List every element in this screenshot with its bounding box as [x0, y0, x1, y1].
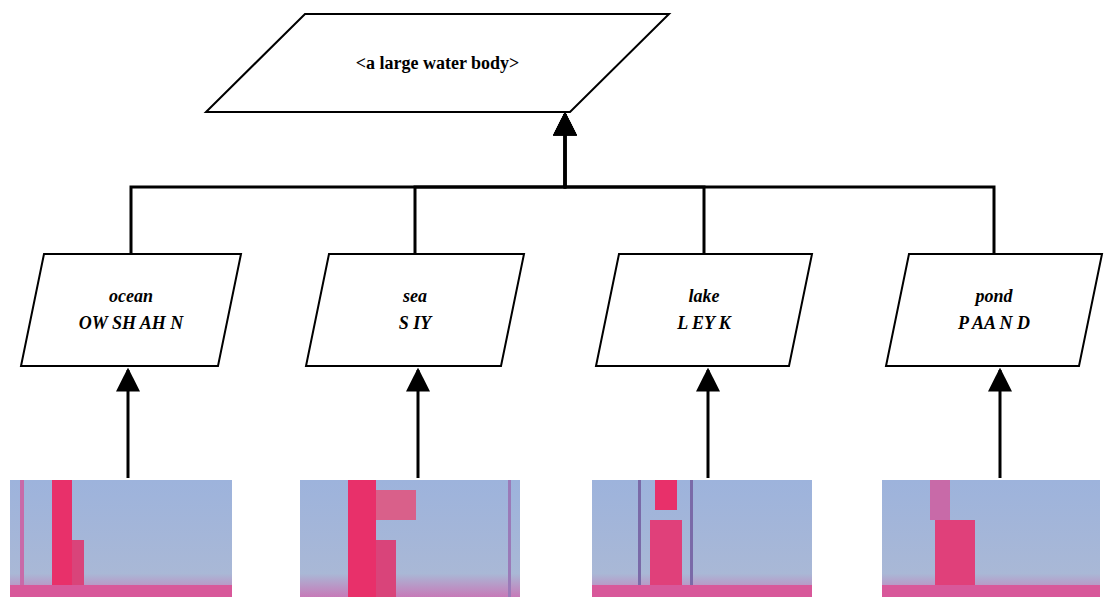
phoneme-label: P AA N D: [958, 310, 1030, 337]
word-box: oceanOW SH AH N: [20, 253, 242, 367]
spectrogram: [882, 480, 1100, 597]
word-label: sea: [403, 283, 427, 310]
merge-connector: [131, 114, 565, 253]
word-label: pond: [975, 283, 1012, 310]
word-label: ocean: [109, 283, 153, 310]
phoneme-label: L EY K: [677, 310, 731, 337]
word-label: lake: [689, 283, 720, 310]
phoneme-label: OW SH AH N: [79, 310, 184, 337]
concept-box: <a large water body>: [205, 13, 670, 113]
parallelogram-outline: [20, 253, 242, 367]
parallelogram-outline: [885, 253, 1103, 367]
word-box: lakeL EY K: [595, 253, 813, 367]
parallelogram-outline: [305, 253, 525, 367]
phoneme-label: S IY: [399, 310, 432, 337]
word-box: seaS IY: [305, 253, 525, 367]
merge-connector: [565, 114, 704, 253]
merge-connector: [415, 114, 565, 253]
spectrogram: [300, 480, 520, 597]
concept-label: <a large water body>: [356, 50, 520, 77]
spectrogram: [592, 480, 812, 597]
parallelogram-outline: [595, 253, 813, 367]
word-box: pondP AA N D: [885, 253, 1103, 367]
spectrogram: [10, 480, 232, 597]
input-arrow: [128, 370, 1000, 478]
merge-connector: [565, 114, 994, 253]
